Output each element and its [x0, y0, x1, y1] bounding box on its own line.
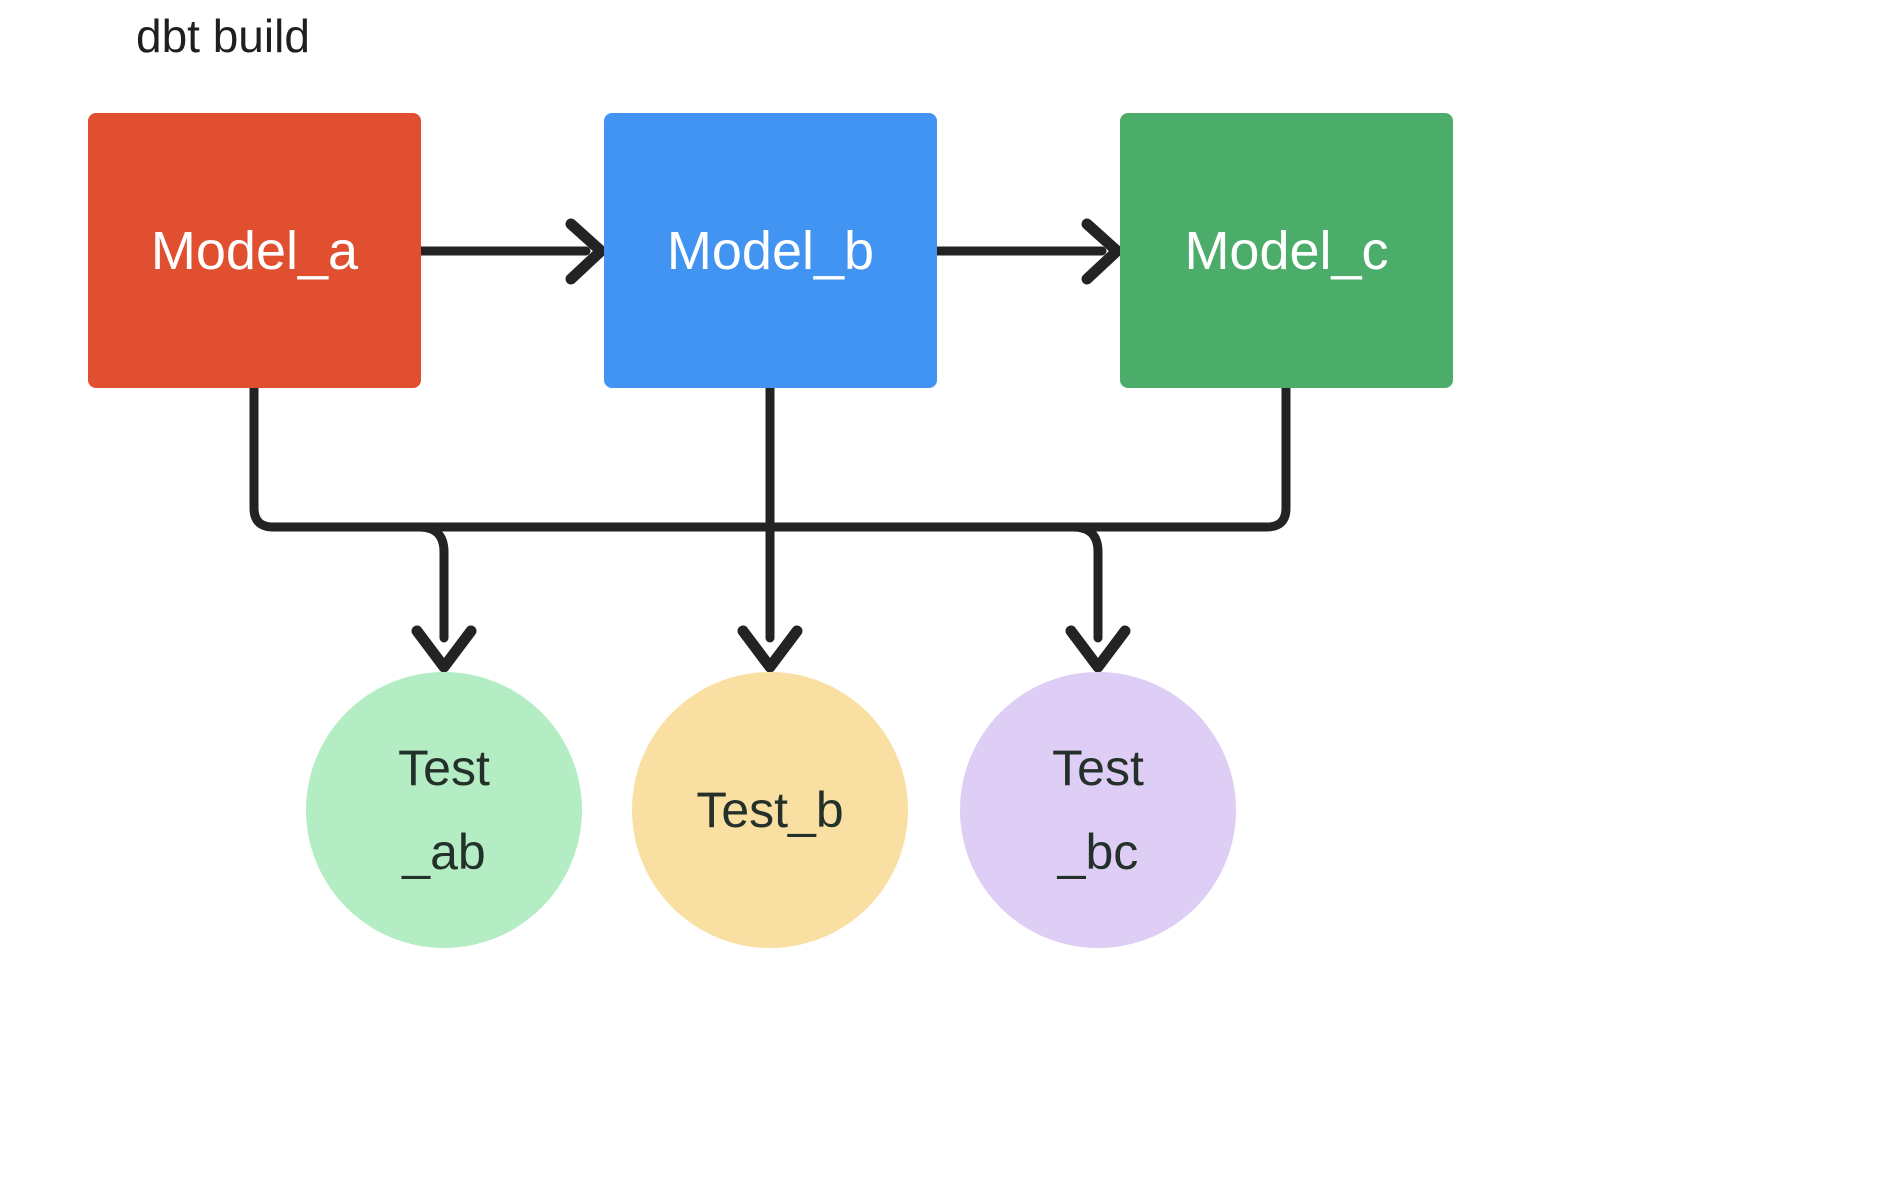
edge-model-a-to-test-ab	[249, 383, 965, 532]
edge-model-c-to-bus	[955, 383, 1291, 532]
edge-branch-test-ab	[411, 522, 477, 673]
node-model-b[interactable]: Model_b	[604, 113, 937, 388]
node-test-ab[interactable]: Test _ab	[306, 672, 582, 948]
edge-model-b-to-model-c	[932, 218, 1123, 285]
node-model-c[interactable]: Model_c	[1120, 113, 1453, 388]
node-test-ab-label: Test _ab	[398, 740, 490, 880]
node-test-b[interactable]: Test_b	[632, 672, 908, 948]
node-test-b-label: Test_b	[696, 782, 844, 838]
edge-model-a-to-model-b	[416, 218, 607, 285]
edge-model-b-to-test-b	[737, 383, 803, 673]
node-test-bc-label: Test _bc	[1052, 740, 1144, 880]
edge-branch-test-bc	[1065, 522, 1131, 673]
node-model-a[interactable]: Model_a	[88, 113, 421, 388]
node-model-a-label: Model_a	[150, 220, 359, 281]
node-test-bc[interactable]: Test _bc	[960, 672, 1236, 948]
node-model-c-label: Model_c	[1184, 220, 1389, 281]
node-model-b-label: Model_b	[666, 220, 875, 281]
page-title: dbt build	[136, 10, 310, 62]
